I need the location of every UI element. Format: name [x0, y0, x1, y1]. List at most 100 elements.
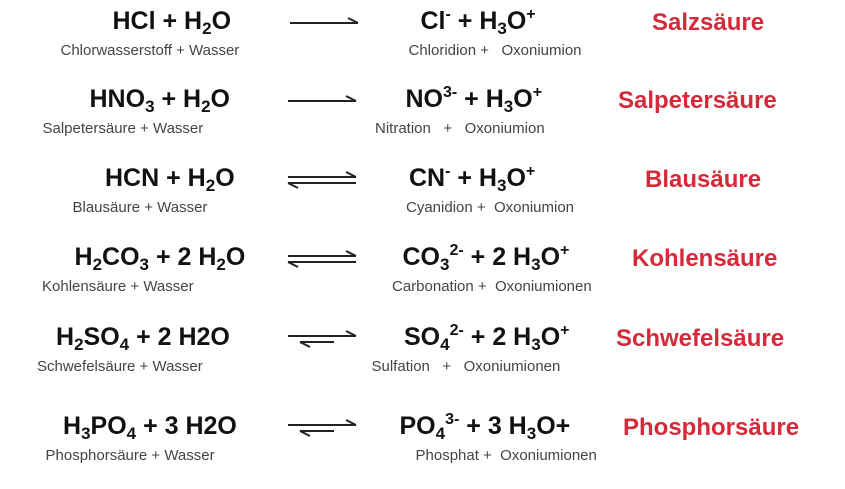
formula-text: O	[225, 243, 246, 271]
reactants-caption: Phosphorsäure + Wasser	[45, 447, 215, 464]
acid-name: Blausäure	[645, 166, 762, 193]
subscript: 2	[202, 19, 212, 38]
formula-text: H	[74, 243, 93, 271]
products-formula: CO32- + 2 H3O+	[402, 242, 570, 274]
products-caption: Chloridion + Oxoniumion	[408, 42, 582, 59]
superscript: +	[560, 242, 570, 259]
formula-text: PO	[399, 412, 436, 440]
superscript: -	[445, 163, 451, 180]
products-formula: Cl- + H3O+	[420, 6, 536, 38]
reactants-caption: Blausäure + Wasser	[72, 199, 208, 216]
subscript: 3	[531, 255, 541, 274]
formula-text: O	[506, 7, 527, 35]
products-caption: Phosphat + Oxoniumionen	[415, 447, 597, 464]
superscript: 2-	[449, 242, 464, 259]
acid-name: Phosphorsäure	[623, 414, 800, 441]
formula-text: HNO	[89, 85, 146, 113]
superscript: +	[560, 322, 570, 339]
superscript: 3-	[443, 84, 458, 101]
formula-text: H	[63, 412, 82, 440]
formula-text: O	[506, 164, 526, 192]
acid-name: Kohlensäure	[632, 245, 778, 272]
superscript: -	[445, 6, 451, 23]
formula-text: O	[540, 323, 561, 351]
reactants-formula: H2CO3 + 2 H2O	[74, 242, 246, 274]
products-formula: PO43- + 3 H3O+	[399, 411, 571, 443]
products-caption: Nitration + Oxoniumion	[375, 120, 545, 137]
subscript: 4	[440, 335, 450, 354]
formula-text: + 3 H2O	[136, 412, 237, 440]
subscript: 2	[201, 97, 211, 116]
subscript: 3	[145, 97, 155, 116]
reactants-caption: Schwefelsäure + Wasser	[37, 358, 203, 375]
formula-text: + 2 H	[463, 323, 532, 351]
superscript: +	[532, 84, 543, 101]
formula-text: O	[211, 7, 232, 35]
formula-text: NO	[405, 85, 444, 113]
reactants-formula: HCN + H2O	[105, 163, 235, 195]
formula-text: + 3 H	[459, 412, 527, 440]
products-caption: Cyanidion + Oxoniumion	[406, 199, 575, 216]
formula-text: O	[210, 85, 230, 113]
superscript: +	[525, 163, 536, 180]
subscript: 2	[205, 176, 216, 195]
subscript: 4	[126, 424, 137, 443]
formula-text: + 2 H	[463, 243, 532, 271]
formula-text: + H	[450, 7, 498, 35]
products-caption: Sulfation + Oxoniumionen	[371, 358, 561, 375]
formula-text: H	[56, 323, 75, 351]
subscript: 3	[497, 19, 507, 38]
acid-name: Schwefelsäure	[616, 325, 785, 352]
formula-text: + 2 H2O	[129, 323, 230, 351]
reactants-caption: Kohlensäure + Wasser	[42, 278, 194, 295]
subscript: 3	[440, 255, 450, 274]
subscript: 3	[526, 424, 537, 443]
reactants-formula: H2SO4 + 2 H2O	[56, 322, 230, 354]
formula-text: HCN + H	[105, 164, 206, 192]
reactants-formula: H3PO4 + 3 H2O	[63, 411, 237, 443]
products-formula: CN- + H3O+	[409, 163, 536, 195]
formula-text: SO	[83, 323, 120, 351]
products-caption: Carbonation + Oxoniumionen	[392, 278, 592, 295]
formula-text: + H	[457, 85, 504, 113]
acid-name: Salzsäure	[652, 9, 765, 36]
formula-text: CO	[102, 243, 140, 271]
subscript: 3	[81, 424, 91, 443]
formula-text: CN	[409, 164, 446, 192]
subscript: 2	[92, 255, 103, 274]
acid-name: Salpetersäure	[618, 87, 777, 114]
products-formula: NO3- + H3O+	[405, 84, 543, 116]
subscript: 2	[74, 335, 84, 354]
products-formula: SO42- + 2 H3O+	[404, 322, 570, 354]
reactants-caption: Salpetersäure + Wasser	[42, 120, 204, 137]
reactants-caption: Chlorwasserstoff + Wasser	[60, 42, 240, 59]
superscript: +	[526, 6, 536, 23]
subscript: 2	[216, 255, 226, 274]
formula-text: + H	[450, 164, 497, 192]
superscript: 3-	[445, 411, 460, 428]
subscript: 3	[496, 176, 507, 195]
subscript: 3	[139, 255, 149, 274]
formula-text: O	[540, 243, 561, 271]
subscript: 3	[531, 335, 541, 354]
subscript: 3	[503, 97, 514, 116]
formula-text: Cl	[420, 7, 446, 35]
formula-text: SO	[404, 323, 441, 351]
formula-text: PO	[90, 412, 127, 440]
reactants-formula: HNO3 + H2O	[89, 84, 231, 116]
superscript: 2-	[449, 322, 464, 339]
subscript: 4	[119, 335, 130, 354]
subscript: 4	[435, 424, 446, 443]
reactants-formula: HCl + H2O	[112, 6, 232, 38]
formula-text: + 2 H	[149, 243, 217, 271]
formula-text: HCl + H	[112, 7, 203, 35]
formula-text: + H	[154, 85, 202, 113]
formula-text: O	[215, 164, 235, 192]
formula-text: CO	[402, 243, 441, 271]
